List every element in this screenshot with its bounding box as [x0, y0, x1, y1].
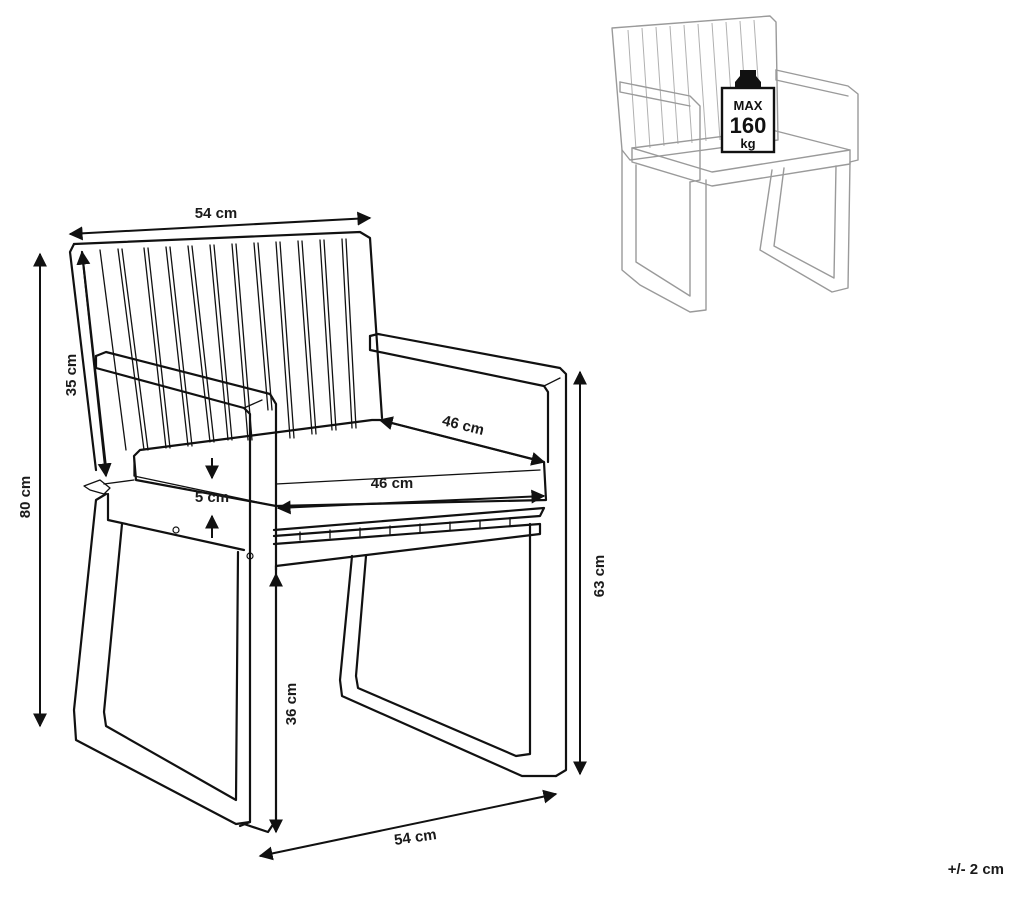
- max-load-icon: MAX 160 kg: [720, 70, 776, 154]
- total-height-label: 80 cm: [17, 476, 34, 519]
- top-width-label: 54 cm: [195, 205, 238, 222]
- load-value: 160: [730, 113, 767, 138]
- load-unit: kg: [740, 136, 755, 151]
- load-max-label: MAX: [734, 98, 763, 113]
- arm-height-label: 63 cm: [591, 555, 608, 598]
- backrest-height-label: 35 cm: [63, 354, 80, 397]
- base-width-label: 54 cm: [393, 826, 437, 849]
- seat-height-label: 36 cm: [283, 683, 300, 726]
- dimension-lines: [33, 211, 587, 861]
- cushion-thickness-label: 5 cm: [195, 489, 229, 506]
- reference-chair-illustration: [611, 15, 859, 313]
- seat-depth-label: 46 cm: [440, 412, 485, 439]
- tolerance-note: +/- 2 cm: [947, 861, 1004, 878]
- seat-width-label: 46 cm: [371, 475, 414, 492]
- main-chair-illustration: [68, 230, 568, 834]
